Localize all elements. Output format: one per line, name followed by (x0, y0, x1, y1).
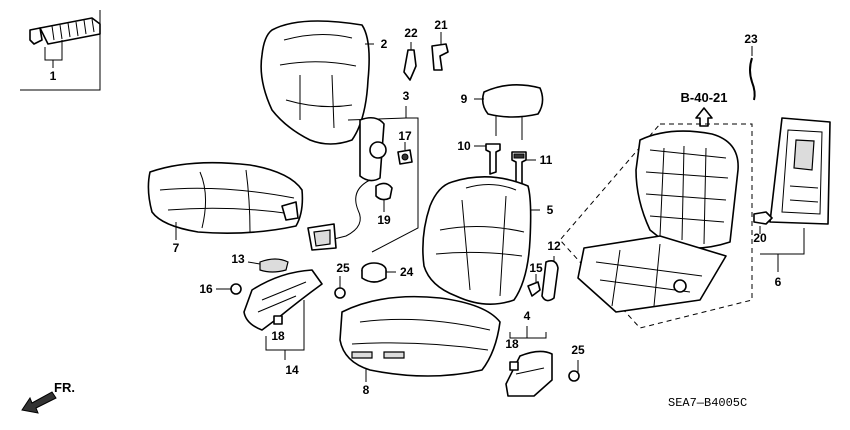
part-25-bolt-bottom (568, 360, 580, 382)
part-14-side-trim (243, 269, 323, 360)
part-15-clip (527, 274, 541, 297)
seat-frame-assembly (559, 123, 753, 329)
part-10-guide (474, 143, 501, 175)
reference-label: B-40-21 (681, 90, 728, 105)
callout-4: 4 (524, 309, 531, 323)
part-12-cover (541, 256, 559, 302)
callout-16: 16 (199, 282, 213, 296)
callout-15: 15 (529, 261, 543, 275)
part-19-clip (375, 182, 393, 212)
callout-21: 21 (434, 18, 448, 32)
part-23-wire (749, 46, 756, 101)
part-3-airbag-harness (307, 106, 419, 253)
catalog-code: SEA7—B4005C (668, 396, 747, 410)
part-21-clip (431, 32, 449, 71)
part-6-back-panel (760, 117, 831, 272)
callout-24: 24 (400, 265, 414, 279)
part-13-knob (247, 258, 289, 273)
callout-1: 1 (50, 69, 57, 83)
part-20-bolt (753, 211, 773, 234)
callout-12: 12 (547, 239, 561, 253)
part-2-seatback-cover (260, 20, 374, 145)
front-direction-label: FR. (54, 380, 75, 395)
reference-arrow-icon (695, 107, 713, 127)
callout-9: 9 (461, 92, 468, 106)
callout-6: 6 (775, 275, 782, 289)
callout-14: 14 (285, 363, 299, 377)
callout-11: 11 (540, 153, 553, 167)
part-25-bolt-top (334, 276, 346, 299)
part-8-cushion-pad (339, 295, 501, 382)
callout-7: 7 (173, 241, 180, 255)
callout-19: 19 (377, 213, 391, 227)
callout-18-right: 18 (505, 337, 519, 351)
callout-22: 22 (404, 26, 418, 40)
callout-5: 5 (547, 203, 554, 217)
callout-2: 2 (381, 37, 388, 51)
callout-17: 17 (398, 129, 412, 143)
callout-25-bottom: 25 (571, 343, 585, 357)
part-24-ring (361, 262, 396, 283)
part-7-cushion-cover (147, 161, 304, 240)
part-22-clip (403, 42, 417, 81)
part-18-clip-right (509, 361, 519, 371)
part-9-headrest (474, 84, 544, 140)
part-18-clip-left (273, 315, 283, 325)
part-5-seatback-pad (422, 176, 540, 305)
callout-18-left: 18 (271, 329, 285, 343)
callout-10: 10 (457, 139, 471, 153)
part-1-clip-strip (20, 10, 101, 91)
callout-3: 3 (403, 89, 410, 103)
part-16-screw (216, 283, 242, 295)
callout-25-top: 25 (336, 261, 350, 275)
callout-8: 8 (363, 383, 370, 397)
front-direction-icon (21, 391, 57, 414)
callout-13: 13 (231, 252, 245, 266)
part-17-nut (397, 142, 413, 165)
callout-20: 20 (753, 231, 767, 245)
callout-23: 23 (744, 32, 758, 46)
